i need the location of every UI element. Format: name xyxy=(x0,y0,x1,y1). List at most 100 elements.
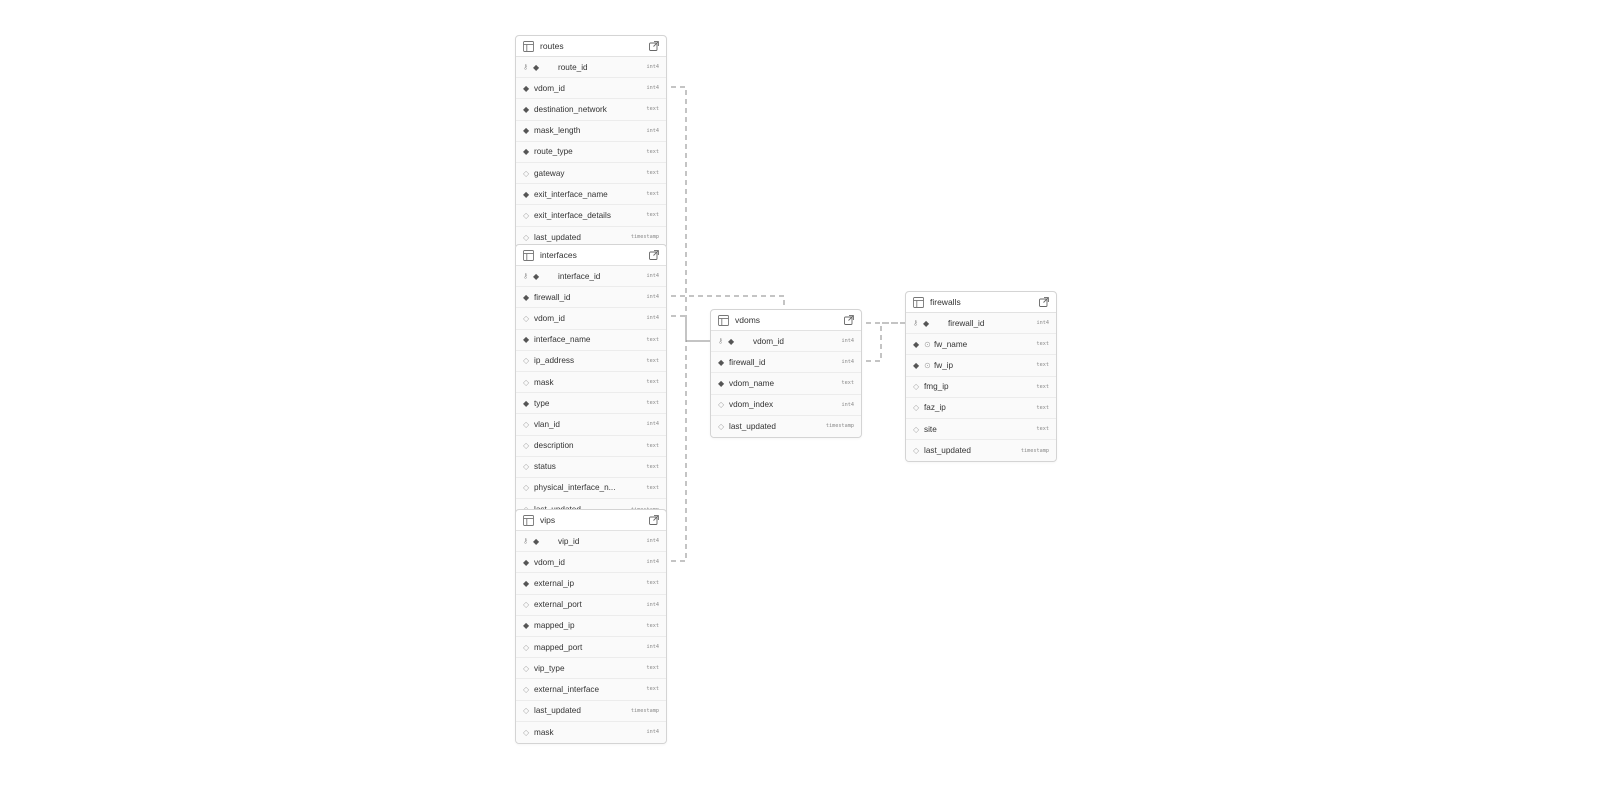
column-type: text xyxy=(646,191,660,198)
nullable-diamond-icon: ◇ xyxy=(523,684,530,694)
column-name: last_updated xyxy=(729,421,776,431)
column-type: text xyxy=(1036,341,1050,348)
column-type: timestamp xyxy=(1020,447,1049,454)
column-type: text xyxy=(646,357,660,364)
column-name: last_updated xyxy=(534,232,581,242)
open-external-icon[interactable] xyxy=(649,41,659,51)
column-type: int4 xyxy=(646,559,660,566)
column-name: interface_id xyxy=(558,271,601,281)
primary-key-icon: ⚷ xyxy=(523,64,529,72)
nullable-diamond-icon: ◇ xyxy=(718,421,725,431)
table-header[interactable]: routes xyxy=(516,36,666,57)
column-name: fw_name xyxy=(934,339,968,349)
table-header[interactable]: vips xyxy=(516,510,666,531)
column-name: interface_name xyxy=(534,335,591,345)
column-name: firewall_id xyxy=(948,318,985,328)
column-name: fw_ip xyxy=(934,360,954,370)
column-type: int4 xyxy=(646,421,660,428)
column-row[interactable]: ◇physical_interface_n...text xyxy=(516,477,666,500)
column-name: site xyxy=(924,424,937,434)
not-null-diamond-icon: ◆ xyxy=(523,189,530,199)
table-header[interactable]: vdoms xyxy=(711,310,861,331)
open-external-icon[interactable] xyxy=(1039,297,1049,307)
column-type: int4 xyxy=(646,315,660,322)
nullable-diamond-icon: ◇ xyxy=(913,403,920,413)
column-type: int4 xyxy=(646,601,660,608)
column-type: text xyxy=(646,442,660,449)
not-null-diamond-icon: ◆ xyxy=(523,104,530,114)
table-header[interactable]: interfaces xyxy=(516,245,666,266)
column-type: text xyxy=(646,463,660,470)
column-name: exit_interface_details xyxy=(534,210,611,220)
open-external-icon[interactable] xyxy=(649,515,659,525)
nullable-diamond-icon: ◇ xyxy=(523,441,530,451)
column-name: vdom_id xyxy=(753,336,784,346)
column-name: mask_length xyxy=(534,126,581,136)
not-null-diamond-icon: ◆ xyxy=(533,271,540,281)
column-name: vdom_id xyxy=(534,313,565,323)
column-type: int4 xyxy=(646,538,660,545)
column-type: text xyxy=(646,336,660,343)
column-name: mask xyxy=(534,727,554,737)
open-external-icon[interactable] xyxy=(649,250,659,260)
table-icon xyxy=(523,249,534,261)
table-header[interactable]: firewalls xyxy=(906,292,1056,313)
column-type: text xyxy=(1036,426,1050,433)
unique-constraint-icon: ⊙ xyxy=(924,360,931,370)
not-null-diamond-icon: ◆ xyxy=(523,83,530,93)
column-type: int4 xyxy=(646,294,660,301)
column-name: vip_type xyxy=(534,663,565,673)
column-name: mapped_ip xyxy=(534,621,575,631)
nullable-diamond-icon: ◇ xyxy=(913,446,920,456)
column-type: text xyxy=(646,484,660,491)
column-name: mask xyxy=(534,377,554,387)
open-external-icon[interactable] xyxy=(844,315,854,325)
